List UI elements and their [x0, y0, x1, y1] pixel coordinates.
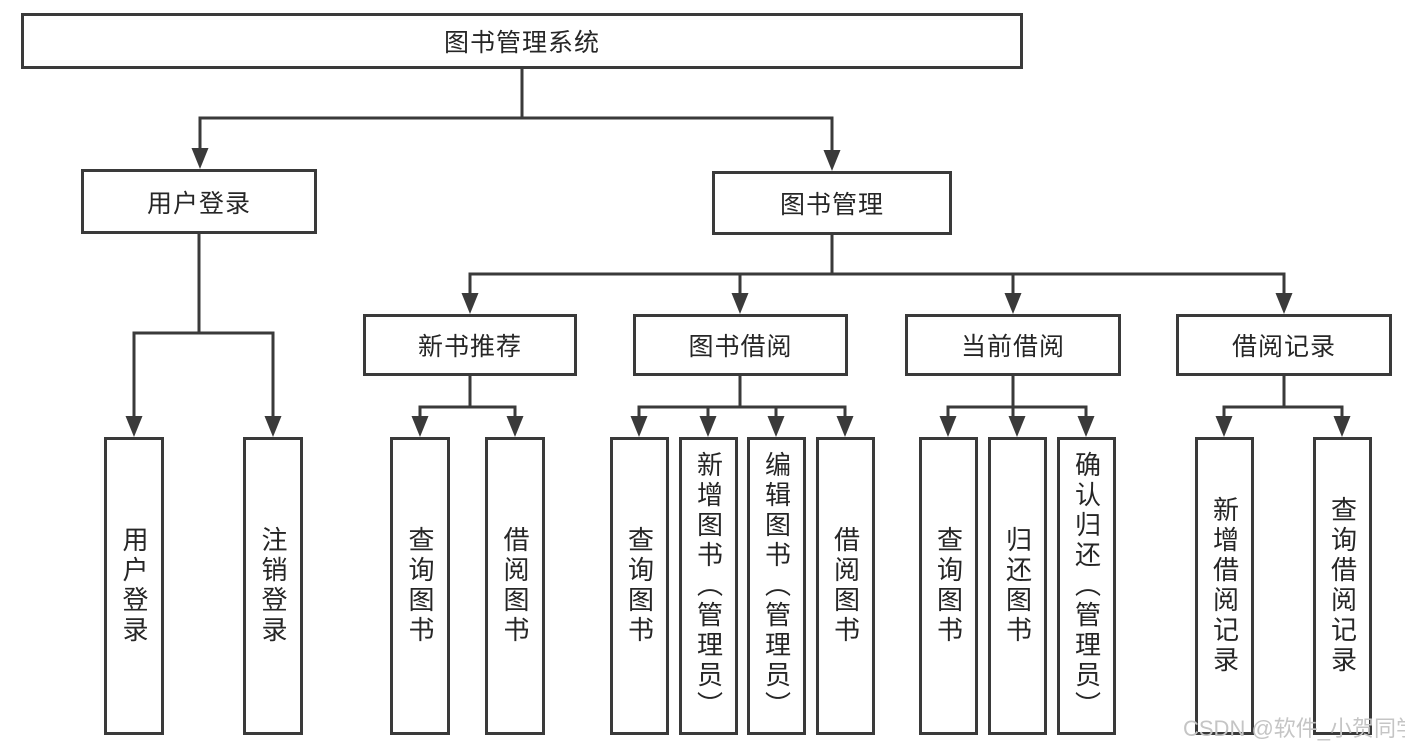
node-label: 归还图书 [1002, 526, 1033, 646]
arrowhead [1077, 416, 1095, 437]
arrowhead [823, 150, 841, 171]
node-label: 新增借阅记录 [1209, 496, 1240, 676]
arrowhead [264, 416, 282, 437]
node-label: 新书推荐 [417, 333, 522, 361]
arrowhead [1008, 416, 1026, 437]
arrowhead [699, 416, 717, 437]
node-label: 借阅图书 [830, 526, 861, 646]
node-label: 当前借阅 [960, 333, 1065, 361]
node-leaf-bb-edit-books: 编辑图书（管理员） [747, 437, 806, 735]
node-leaf-logout: 注销登录 [243, 437, 303, 735]
node-new-book-rec: 新书推荐 [363, 314, 577, 376]
node-leaf-bb-query-books: 查询图书 [610, 437, 669, 735]
node-leaf-cb-query-books: 查询图书 [919, 437, 978, 735]
arrowhead [506, 416, 524, 437]
arrowhead [411, 416, 429, 437]
node-label: 查询图书 [933, 526, 964, 646]
arrowhead [1215, 416, 1233, 437]
node-label: 编辑图书（管理员） [761, 451, 792, 721]
node-leaf-nbr-borrow-books: 借阅图书 [485, 437, 545, 735]
node-leaf-cb-confirm-return: 确认归还（管理员） [1057, 437, 1116, 735]
node-label: 确认归还（管理员） [1071, 451, 1102, 721]
node-book-borrow: 图书借阅 [633, 314, 848, 376]
node-label: 图书管理 [779, 191, 884, 219]
connector-newbookrec-to-children [418, 374, 517, 418]
node-leaf-user-login: 用户登录 [104, 437, 164, 735]
node-leaf-bb-borrow-books: 借阅图书 [816, 437, 875, 735]
connector-userlogin-to-children [132, 232, 275, 418]
arrowhead [1333, 416, 1351, 437]
node-leaf-cb-return-books: 归还图书 [988, 437, 1047, 735]
arrowheads [125, 148, 1351, 437]
node-label: 新增图书（管理员） [693, 451, 724, 721]
arrowhead [767, 416, 785, 437]
node-label: 图书借阅 [688, 333, 793, 361]
arrowhead [836, 416, 854, 437]
node-current-borrow: 当前借阅 [905, 314, 1121, 376]
connector-currentborrow-to-children [946, 374, 1088, 418]
node-leaf-nbr-query-books: 查询图书 [390, 437, 450, 735]
connector-bookmgmt-to-level3 [468, 233, 1286, 295]
arrowhead [939, 416, 957, 437]
connector-borrowrecords-to-children [1222, 374, 1344, 418]
node-label: 用户登录 [146, 189, 251, 218]
arrowhead [630, 416, 648, 437]
node-label: 用户登录 [119, 526, 149, 646]
connector-bookborrow-to-children [637, 374, 847, 418]
arrowhead [731, 293, 749, 314]
watermark: CSDN @软件_小贺同学 [1183, 716, 1405, 741]
node-label: 借阅记录 [1231, 333, 1336, 361]
node-label: 查询借阅记录 [1327, 496, 1358, 676]
node-label: 借阅图书 [500, 526, 530, 646]
node-label: 图书管理系统 [443, 29, 600, 57]
node-label: 查询图书 [405, 526, 435, 646]
node-label: 查询图书 [624, 526, 655, 646]
arrowhead [1004, 293, 1022, 314]
connector-root-to-level2 [198, 67, 834, 152]
arrowhead [125, 416, 143, 437]
node-label: 注销登录 [258, 526, 288, 646]
node-leaf-br-query-record: 查询借阅记录 [1313, 437, 1372, 735]
node-leaf-br-add-record: 新增借阅记录 [1195, 437, 1254, 735]
arrowhead [1275, 293, 1293, 314]
arrowhead [191, 148, 209, 169]
node-borrow-records: 借阅记录 [1176, 314, 1392, 376]
node-root: 图书管理系统 [21, 13, 1023, 69]
node-leaf-bb-add-books: 新增图书（管理员） [679, 437, 738, 735]
node-user-login: 用户登录 [81, 169, 317, 234]
arrowhead [461, 293, 479, 314]
node-book-mgmt: 图书管理 [712, 171, 952, 235]
